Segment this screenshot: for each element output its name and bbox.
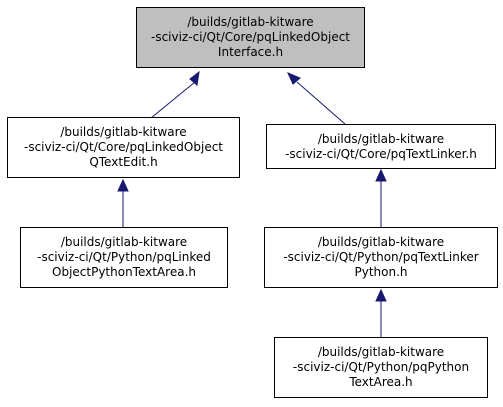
node-label-line: TextArea.h	[349, 375, 413, 389]
edge-pq-python-textarea-to-text-linker-python	[375, 288, 387, 337]
node-label-line: Python.h	[354, 265, 408, 279]
node-linked-object-qtextedit[interactable]: /builds/gitlab-kitware -sciviz-ci/Qt/Cor…	[7, 117, 240, 178]
node-linked-object-python-text-area[interactable]: /builds/gitlab-kitware -sciviz-ci/Qt/Pyt…	[20, 227, 228, 288]
node-label-line: QTextEdit.h	[89, 155, 158, 169]
node-label-line: -sciviz-ci/Qt/Core/pqLinkedObject	[150, 30, 351, 44]
node-label-line: /builds/gitlab-kitware	[317, 345, 445, 359]
node-label-line: -sciviz-ci/Qt/Core/pqLinkedObject	[23, 140, 224, 154]
node-linked-object-interface: /builds/gitlab-kitware -sciviz-ci/Qt/Cor…	[136, 7, 365, 68]
node-label-line: /builds/gitlab-kitware	[60, 125, 187, 139]
node-label-line: /builds/gitlab-kitware	[60, 235, 188, 249]
node-label-line: /builds/gitlab-kitware	[187, 15, 314, 29]
node-label-line: -sciviz-ci/Qt/Python/pqLinked	[37, 250, 211, 264]
node-label-line: /builds/gitlab-kitware	[317, 131, 445, 146]
node-label-line: Interface.h	[217, 45, 284, 59]
node-pq-python-text-area[interactable]: /builds/gitlab-kitware -sciviz-ci/Qt/Pyt…	[274, 337, 488, 398]
node-label-line: -sciviz-ci/Qt/Core/pqTextLinker.h	[285, 146, 477, 161]
node-label-line: /builds/gitlab-kitware	[317, 235, 445, 249]
node-text-linker-python[interactable]: /builds/gitlab-kitware -sciviz-ci/Qt/Pyt…	[264, 227, 498, 288]
edge-linked-textedit-to-root	[150, 70, 200, 119]
edge-text-linker-python-to-text-linker	[375, 168, 387, 227]
node-text-linker[interactable]: /builds/gitlab-kitware -sciviz-ci/Qt/Cor…	[266, 124, 496, 169]
node-label-line: ObjectPythonTextArea.h	[52, 265, 196, 279]
edge-text-linker-to-root	[287, 72, 346, 125]
node-label-line: -sciviz-ci/Qt/Python/pqPython	[292, 360, 470, 374]
edge-python-textarea-to-linked-textedit	[117, 178, 129, 227]
node-label-line: -sciviz-ci/Qt/Python/pqTextLinker	[283, 250, 479, 264]
